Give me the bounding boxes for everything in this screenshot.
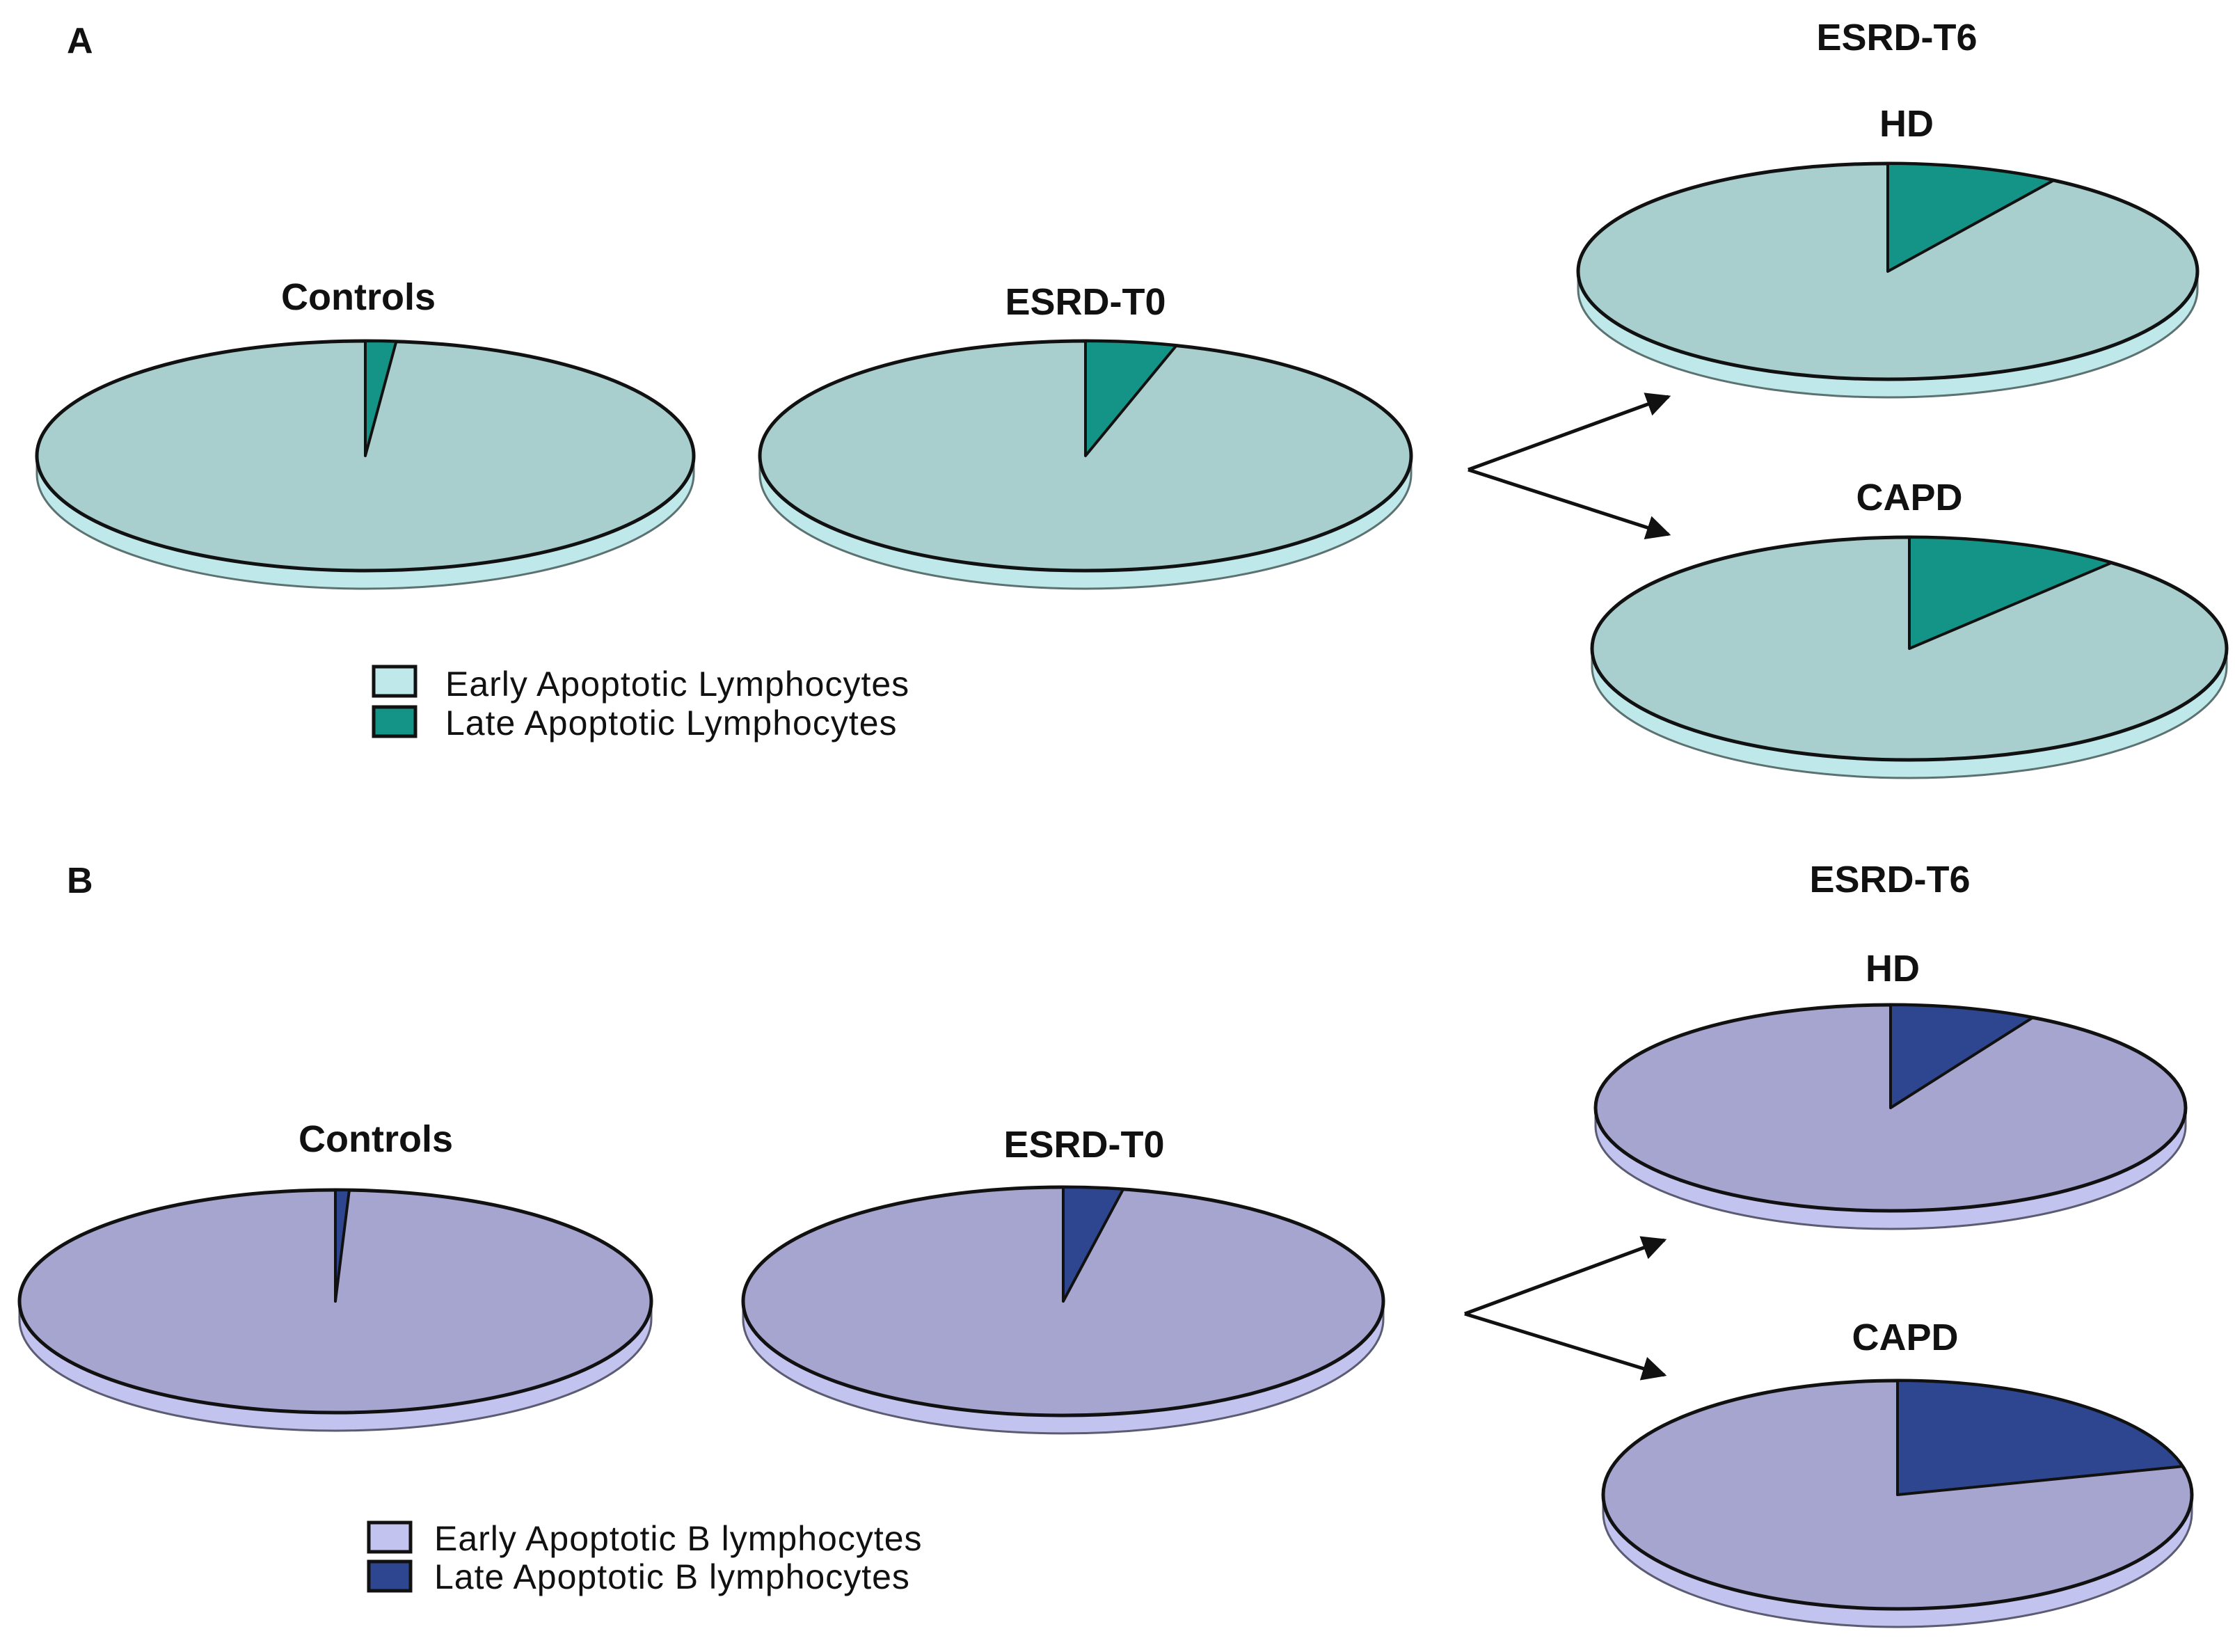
panel-a-capd-title: CAPD bbox=[1856, 477, 1962, 518]
panel-b-legend-swatch-early bbox=[367, 1520, 413, 1554]
panel-a-capd-pie: CAPD bbox=[1590, 477, 2229, 779]
panel-b-controls-title: Controls bbox=[299, 1118, 453, 1160]
panel-a: A ESRD-T6 Controls ESRD-T0 HD CAPD Early… bbox=[35, 17, 2229, 779]
panel-b-legend: Early Apoptotic B lymphocytes Late Apopt… bbox=[367, 1519, 923, 1596]
panel-a-label: A bbox=[67, 21, 93, 61]
panel-b-capd-pie: CAPD bbox=[1601, 1317, 2194, 1628]
panel-a-capd-slice-late bbox=[1908, 536, 2113, 650]
panel-a-hd-slice-late bbox=[1886, 162, 2055, 273]
panel-a-esrd-t0-slice-late bbox=[1084, 340, 1178, 457]
panel-a-arrow-to-hd bbox=[1468, 392, 1671, 472]
panel-a-esrd-t0-title: ESRD-T0 bbox=[1005, 281, 1166, 323]
panel-a-controls-pie: Controls bbox=[35, 276, 696, 590]
panel-a-group-label: ESRD-T6 bbox=[1816, 17, 1977, 58]
panel-b-controls-slice-late bbox=[334, 1188, 351, 1303]
panel-a-legend: Early Apoptotic Lymphocytes Late Apoptot… bbox=[372, 665, 909, 742]
panel-b-legend-swatch-late bbox=[367, 1559, 413, 1593]
panel-a-controls-slice-late bbox=[364, 339, 398, 457]
panel-a-legend-early: Early Apoptotic Lymphocytes bbox=[445, 665, 909, 704]
panel-b-capd-title: CAPD bbox=[1852, 1317, 1958, 1358]
panel-b-legend-late: Late Apoptotic B lymphocytes bbox=[434, 1557, 910, 1596]
panel-a-legend-swatch-early bbox=[372, 665, 417, 698]
panel-b-group-label: ESRD-T6 bbox=[1809, 859, 1970, 900]
panel-b-hd-pie: HD bbox=[1593, 948, 2188, 1230]
panel-b-label: B bbox=[67, 861, 93, 901]
panel-b-hd-slice-late bbox=[1889, 1003, 2035, 1109]
panel-b-esrd-t0-slice-late bbox=[1062, 1185, 1125, 1303]
panel-b-controls-pie: Controls bbox=[17, 1118, 653, 1432]
panel-b: B ESRD-T6 Controls ESRD-T0 HD CAPD Early… bbox=[17, 859, 2194, 1628]
panel-a-esrd-t0-pie: ESRD-T0 bbox=[758, 281, 1413, 590]
panel-a-legend-swatch-late bbox=[372, 705, 417, 738]
panel-b-capd-slice-late bbox=[1896, 1379, 2184, 1496]
panel-a-controls-title: Controls bbox=[281, 276, 436, 318]
panel-a-hd-title: HD bbox=[1879, 103, 1934, 145]
panel-b-esrd-t0-pie: ESRD-T0 bbox=[741, 1124, 1385, 1435]
panel-a-hd-pie: HD bbox=[1576, 103, 2200, 399]
panel-b-esrd-t0-title: ESRD-T0 bbox=[1003, 1124, 1164, 1166]
panel-a-arrow-to-capd bbox=[1468, 468, 1671, 539]
panel-b-hd-title: HD bbox=[1866, 948, 1920, 990]
panel-a-legend-late: Late Apoptotic Lymphocytes bbox=[445, 704, 898, 742]
panel-b-legend-early: Early Apoptotic B lymphocytes bbox=[434, 1519, 923, 1558]
panel-b-arrow-to-hd bbox=[1464, 1236, 1667, 1316]
panel-b-arrow-to-capd bbox=[1464, 1312, 1667, 1381]
